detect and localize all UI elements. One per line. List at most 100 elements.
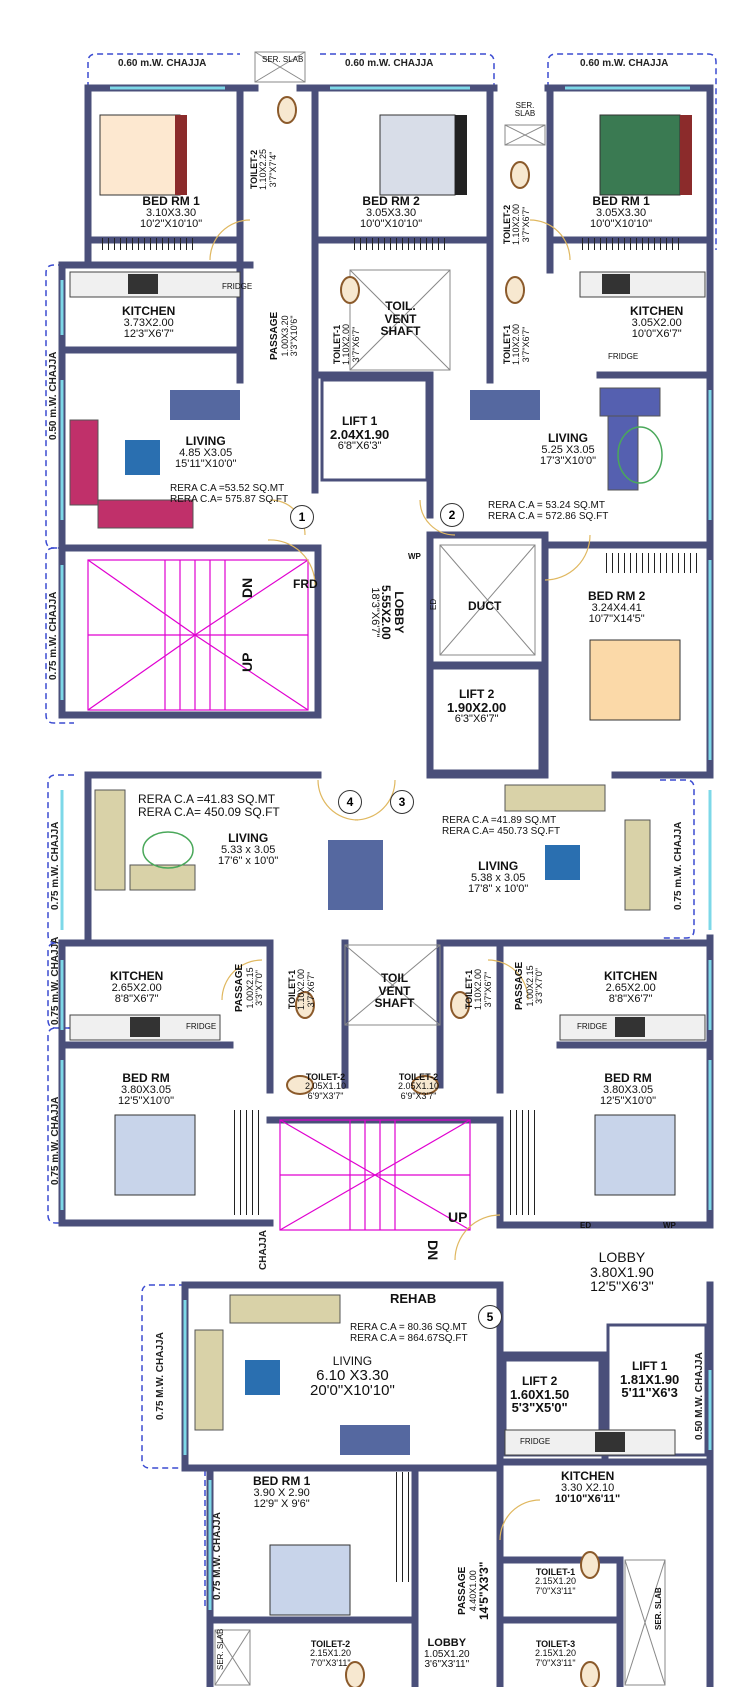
wp-label: WP: [663, 1221, 676, 1230]
room-metric: 3.10X3.30: [146, 206, 197, 219]
room-toilet2-top: TOILET-2 1.10X2.25 3'7"X7'4": [249, 149, 278, 190]
room-kitchen-right: KITCHEN 3.05X2.00 10'0"X6'7": [630, 305, 683, 341]
room-imperial: 20'0"X10'10": [310, 1382, 395, 1400]
room-metric: 3.73X2.00: [123, 316, 174, 329]
room-imperial: 12'9" X 9'6": [253, 1498, 310, 1511]
room-imperial: 7'0"X3'11": [535, 1657, 576, 1668]
room-bed2-top: BED RM 2 3.05X3.30 10'0"X10'10": [360, 195, 422, 231]
room-name: TOILET-3: [535, 1639, 576, 1649]
flat-number-badge: 2: [440, 503, 464, 527]
room-kitchen-mid-left: KITCHEN 2.65X2.00 8'8"X6'7": [110, 970, 163, 1006]
room-name: KITCHEN: [604, 969, 658, 983]
room-living-5: LIVING 6.10 X3.30 20'0"X10'10": [310, 1355, 395, 1399]
room-toilet2-mid-left: TOILET-2 2.05X1.10 6'9"X3'7": [305, 1072, 347, 1101]
room-toilet1-mid-right: TOILET-1 1.10X2.00 3'7"X6'7": [464, 969, 493, 1010]
dining-sets: [125, 390, 580, 1455]
room-passage-bottom: PASSAGE 4.40X1.00 14'5"X3'3": [457, 1562, 491, 1620]
room-metric: 3.30 X2.10: [561, 1481, 615, 1494]
room-imperial: 15'11"X10'0": [175, 458, 237, 471]
rera-sqft: RERA C.A = 864.67SQ.FT: [350, 1333, 468, 1344]
chajja-mid-small-label: CHAJJA: [258, 1229, 269, 1270]
room-name: LOBBY: [392, 591, 406, 634]
room-name: PASSAGE: [269, 311, 280, 360]
room-name: LIFT 2: [521, 1374, 558, 1388]
room-lobby-small: LOBBY 1.05X1.20 3'6"X3'11": [424, 1637, 470, 1671]
chajja-top-right-label: 0.60 m.W. CHAJJA: [580, 58, 669, 69]
room-toilet2-top-right: TOILET-2 1.10X2.00 3'7"X6'7": [502, 204, 531, 245]
room-imperial: 8'8"X6'7": [608, 993, 653, 1006]
flat-number-badge: 4: [338, 790, 362, 814]
room-toilet1-left: TOILET-1 1.10X2.00 3'7"X6'7": [332, 324, 361, 365]
room-metric: 1.60X1.50: [510, 1386, 570, 1402]
toilets: [277, 96, 600, 1687]
stair-dn-label: DN: [425, 1240, 441, 1261]
room-bed1-top-right: BED RM 1 3.05X3.30 10'0"X10'10": [590, 195, 652, 231]
room-metric: 2.05X1.10: [305, 1081, 347, 1092]
room-imperial: 12'5"X10'0": [118, 1095, 175, 1108]
room-name: LIFT 1: [631, 1359, 668, 1373]
room-imperial: 10'0"X6'7": [631, 328, 682, 341]
room-metric: 3.24X4.41: [591, 601, 642, 614]
rera-sqmt: RERA C.A =41.89 SQ.MT: [442, 815, 557, 826]
room-bedrm-mid-left: BED RM 3.80X3.05 12'5"X10'0": [118, 1072, 174, 1108]
room-metric: 2.65X2.00: [605, 981, 656, 994]
fridge-label: FRIDGE: [577, 1022, 608, 1031]
room-lobby-mid: LOBBY 5.55X2.00 18'3"X6'7": [368, 585, 406, 640]
room-bedrm-mid-right: BED RM 3.80X3.05 12'5"X10'0": [600, 1072, 656, 1108]
room-imperial: 3'7"X6'7": [305, 971, 316, 1008]
room-name: PASSAGE: [234, 963, 245, 1012]
chajja-left-1-label: 0.50 m.W. CHAJJA: [48, 351, 59, 440]
room-name: BED RM 2: [362, 194, 420, 208]
rera-sqft: RERA C.A= 450.73 SQ.FT: [442, 826, 561, 837]
room-name: BED RM: [604, 1071, 652, 1085]
room-lift2-bottom: LIFT 2 1.60X1.50 5'3"X5'0": [510, 1375, 569, 1415]
room-lift2-mid: LIFT 2 1.90X2.00 6'3"X6'7": [447, 688, 506, 726]
room-kitchen-bottom: KITCHEN 3.30 X2.10 10'10"X6'11": [555, 1470, 620, 1506]
chajja-top-mid-label: 0.60 m.W. CHAJJA: [345, 58, 434, 69]
room-imperial: 12'5"X10'0": [600, 1095, 657, 1108]
flat-number-badge: 1: [290, 505, 314, 529]
room-metric: 3.90 X 2.90: [253, 1486, 310, 1499]
ser-slab-label: SER. SLAB: [262, 55, 304, 64]
room-name: TOILET-2: [310, 1639, 351, 1649]
room-name: LOBBY: [598, 1249, 646, 1265]
room-metric: 3.80X3.05: [602, 1083, 654, 1096]
chajja-left-4-label: 0.75 m.W. CHAJJA: [50, 936, 61, 1025]
room-duct: DUCT: [468, 599, 502, 613]
room-imperial: 3'6"X3'11": [424, 1659, 470, 1671]
room-lift1-top: LIFT 1 2.04X1.90 6'8"X6'3": [330, 415, 389, 453]
room-bed2-right: BED RM 2 3.24X4.41 10'7"X14'5": [588, 590, 645, 626]
room-toilet2-bottom: TOILET-2 2.15X1.20 7'0"X3'11": [310, 1639, 351, 1668]
room-name: LIVING: [332, 1354, 373, 1368]
room-name: BED RM: [122, 1071, 170, 1085]
chajja-right-1-label: 0.75 m.W. CHAJJA: [673, 821, 684, 910]
room-toil-vent-shaft-top: TOIL. VENT SHAFT: [380, 299, 421, 339]
room-name: BED RM 1: [253, 1474, 311, 1488]
room-toilet2-mid-right: TOILET-2 2.05X1.10 6'9"X3'7": [398, 1072, 440, 1101]
room-metric: 5.25 X3.05: [541, 443, 595, 456]
rera-sqmt: RERA C.A =41.83 SQ.MT: [138, 792, 276, 806]
chajja-rehab-right-label: 0.50 M.W. CHAJJA: [694, 1352, 705, 1440]
room-living-1: LIVING 4.85 X3.05 15'11"X10'0": [175, 435, 236, 471]
room-name: BED RM 2: [588, 589, 646, 603]
room-imperial: 17'3"X10'0": [540, 455, 597, 468]
room-name: LIVING: [548, 431, 589, 445]
room-imperial: 6'9"X3'7": [400, 1090, 437, 1101]
room-name: LOBBY: [427, 1637, 467, 1649]
rera-sqft: RERA C.A= 575.87 SQ.FT: [170, 494, 289, 505]
chajja-rehab-left-2-label: 0.75 M.W. CHAJJA: [212, 1512, 223, 1600]
rera-sqft: RERA C.A = 572.86 SQ.FT: [488, 511, 609, 522]
room-imperial: 3'7"X6'7": [482, 971, 493, 1008]
room-bed1-top-left: BED RM 1 3.10X3.30 10'2"X10'10": [140, 195, 202, 231]
flat-number-badge: 5: [478, 1305, 502, 1329]
room-metric: 2.05X1.10: [398, 1081, 440, 1092]
room-imperial: 3'3"X7'0": [253, 969, 264, 1006]
room-passage-mid-left: PASSAGE 1.00X2.15 3'3"X7'0": [234, 963, 264, 1012]
flat-number-badge: 3: [390, 790, 414, 814]
room-metric: 3.05X3.30: [596, 206, 647, 219]
rera-sqmt: RERA C.A =53.52 SQ.MT: [170, 483, 285, 494]
chajja-left-3-label: 0.75 m.W. CHAJJA: [50, 821, 61, 910]
door-arcs: [209, 219, 591, 1541]
